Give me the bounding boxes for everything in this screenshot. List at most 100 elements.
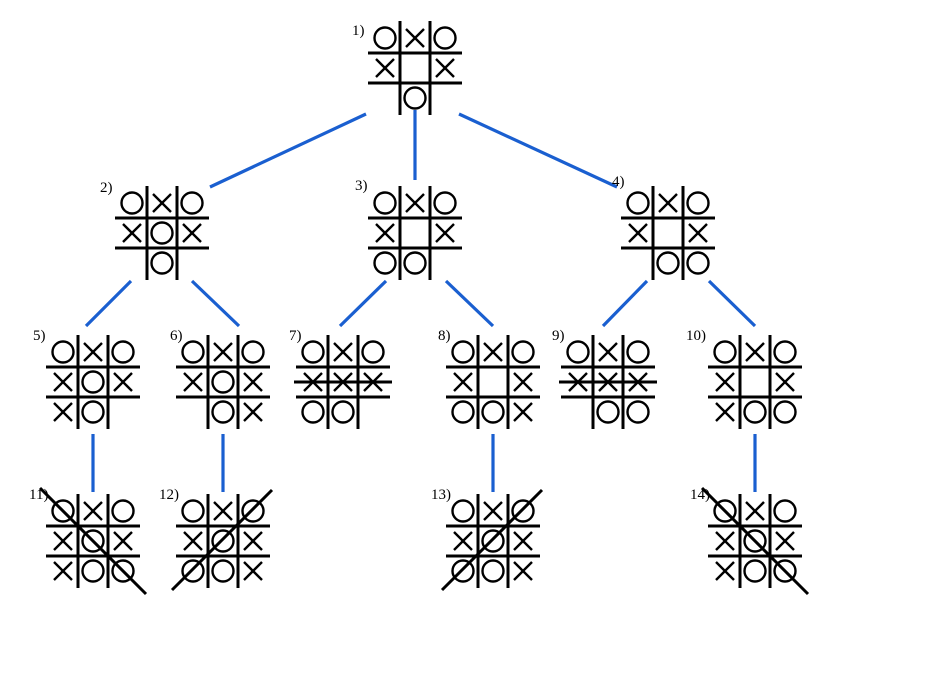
node-label: 10): [686, 328, 706, 344]
x-mark: [53, 402, 73, 422]
x-mark: [83, 501, 103, 521]
o-mark: [81, 370, 105, 394]
board-node-14: 14): [690, 486, 810, 596]
node-label: 3): [355, 178, 368, 194]
o-mark: [241, 499, 265, 523]
o-mark: [773, 559, 797, 583]
o-mark: [481, 400, 505, 424]
x-mark: [243, 531, 263, 551]
board-node-5: 5): [33, 328, 140, 429]
o-mark: [403, 86, 427, 110]
o-mark: [743, 529, 767, 553]
o-mark: [686, 251, 710, 275]
x-stroke: [513, 372, 533, 392]
x-stroke: [513, 531, 533, 551]
edges-layer: [84, 110, 757, 492]
x-mark: [83, 342, 103, 362]
board-node-9: 9): [552, 328, 657, 429]
o-mark: [403, 251, 427, 275]
x-mark: [213, 342, 233, 362]
x-stroke: [715, 561, 735, 581]
x-mark: [53, 531, 73, 551]
o-mark: [481, 529, 505, 553]
o-mark: [301, 340, 325, 364]
board-node-11: 11): [29, 486, 148, 596]
o-mark: [773, 340, 797, 364]
edge-3-7: [338, 279, 388, 328]
o-mark: [626, 340, 650, 364]
x-stroke: [183, 531, 203, 551]
board-node-10: 10): [686, 328, 802, 429]
o-mark: [773, 499, 797, 523]
x-stroke: [113, 372, 133, 392]
x-stroke: [435, 223, 455, 243]
x-mark: [745, 342, 765, 362]
node-label: 6): [170, 328, 183, 344]
o-mark: [181, 559, 205, 583]
x-stroke: [513, 402, 533, 422]
o-mark: [656, 251, 680, 275]
winning-line: [700, 486, 810, 596]
x-mark: [113, 531, 133, 551]
o-mark: [81, 529, 105, 553]
x-stroke: [182, 223, 202, 243]
edge-4-9: [601, 279, 649, 328]
x-mark: [483, 501, 503, 521]
x-stroke: [483, 501, 503, 521]
o-mark: [181, 499, 205, 523]
x-mark: [513, 372, 533, 392]
o-mark: [773, 400, 797, 424]
x-mark: [513, 561, 533, 581]
o-mark: [451, 499, 475, 523]
node-label: 12): [159, 487, 179, 503]
x-stroke: [53, 372, 73, 392]
x-stroke: [715, 372, 735, 392]
o-mark: [451, 559, 475, 583]
x-stroke: [775, 372, 795, 392]
o-mark: [373, 26, 397, 50]
x-mark: [513, 402, 533, 422]
x-mark: [53, 372, 73, 392]
board-node-12: 12): [159, 487, 274, 592]
x-mark: [243, 402, 263, 422]
x-stroke: [83, 342, 103, 362]
x-mark: [513, 531, 533, 551]
x-stroke: [715, 402, 735, 422]
x-mark: [405, 28, 425, 48]
board-node-6: 6): [170, 328, 270, 429]
o-mark: [111, 340, 135, 364]
x-mark: [243, 561, 263, 581]
board-node-4: 4): [612, 174, 715, 280]
x-stroke: [375, 58, 395, 78]
winning-line: [170, 488, 274, 592]
o-mark: [451, 400, 475, 424]
x-mark: [243, 372, 263, 392]
x-mark: [775, 372, 795, 392]
x-stroke: [405, 193, 425, 213]
x-stroke: [53, 531, 73, 551]
o-mark: [211, 529, 235, 553]
x-stroke: [53, 561, 73, 581]
winning-line: [38, 486, 148, 596]
o-mark: [111, 499, 135, 523]
x-mark: [658, 193, 678, 213]
x-stroke: [183, 372, 203, 392]
x-stroke: [688, 223, 708, 243]
x-stroke: [243, 402, 263, 422]
o-mark: [511, 499, 535, 523]
x-mark: [715, 372, 735, 392]
x-mark: [122, 223, 142, 243]
o-mark: [713, 499, 737, 523]
o-mark: [743, 400, 767, 424]
o-mark: [241, 340, 265, 364]
o-mark: [150, 221, 174, 245]
o-mark: [211, 559, 235, 583]
node-label: 13): [431, 487, 451, 503]
o-mark: [713, 340, 737, 364]
o-mark: [120, 191, 144, 215]
x-stroke: [213, 501, 233, 521]
edge-2-6: [190, 279, 241, 328]
x-mark: [113, 372, 133, 392]
edge-3-8: [444, 279, 495, 328]
x-mark: [688, 223, 708, 243]
